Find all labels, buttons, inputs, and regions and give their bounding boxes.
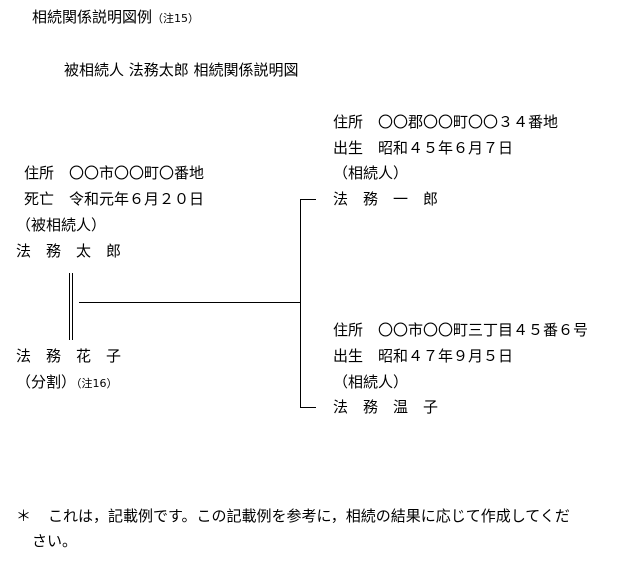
descent-line — [79, 302, 300, 303]
heir-2-role: （相続人） — [333, 373, 409, 391]
heir-1-connector — [300, 199, 316, 200]
spouse-name: 法 務 花 子 — [16, 347, 122, 365]
heir-1-birth: 出生 昭和４５年６月７日 — [333, 139, 514, 157]
heir-2-name: 法 務 温 子 — [333, 398, 439, 416]
footnote-mark: ＊ — [16, 507, 32, 525]
document-title: 相続関係説明図例（注15） — [32, 8, 199, 28]
footnote-line-2: さい。 — [32, 532, 78, 550]
decedent-role: （被相続人） — [16, 216, 107, 234]
title-text: 相続関係説明図例 — [32, 8, 153, 26]
marriage-line-right — [72, 273, 73, 340]
heir-2-address: 住所 〇〇市〇〇町三丁目４５番６号 — [333, 321, 589, 339]
title-note: （注15） — [152, 12, 200, 25]
decedent-address: 住所 〇〇市〇〇町〇番地 — [24, 164, 205, 182]
heir-2-connector — [300, 407, 316, 408]
marriage-line-left — [69, 273, 70, 340]
decedent-name: 法 務 太 郎 — [16, 242, 122, 260]
heir-1-role: （相続人） — [333, 164, 409, 182]
sibling-bracket-line — [300, 199, 301, 408]
decedent-death: 死亡 令和元年６月２０日 — [24, 190, 205, 208]
heir-2-birth: 出生 昭和４７年９月５日 — [333, 347, 514, 365]
spouse-role-text: （分割） — [16, 373, 77, 391]
diagram-subtitle: 被相続人 法務太郎 相続関係説明図 — [64, 61, 299, 79]
footnote-line-1: これは，記載例です。この記載例を参考に，相続の結果に応じて作成してくだ — [48, 507, 570, 525]
spouse-note: （注16） — [76, 377, 118, 390]
heir-1-address: 住所 〇〇郡〇〇町〇〇３４番地 — [333, 113, 559, 131]
spouse-role: （分割）（注16） — [16, 373, 118, 393]
heir-1-name: 法 務 一 郎 — [333, 190, 439, 208]
